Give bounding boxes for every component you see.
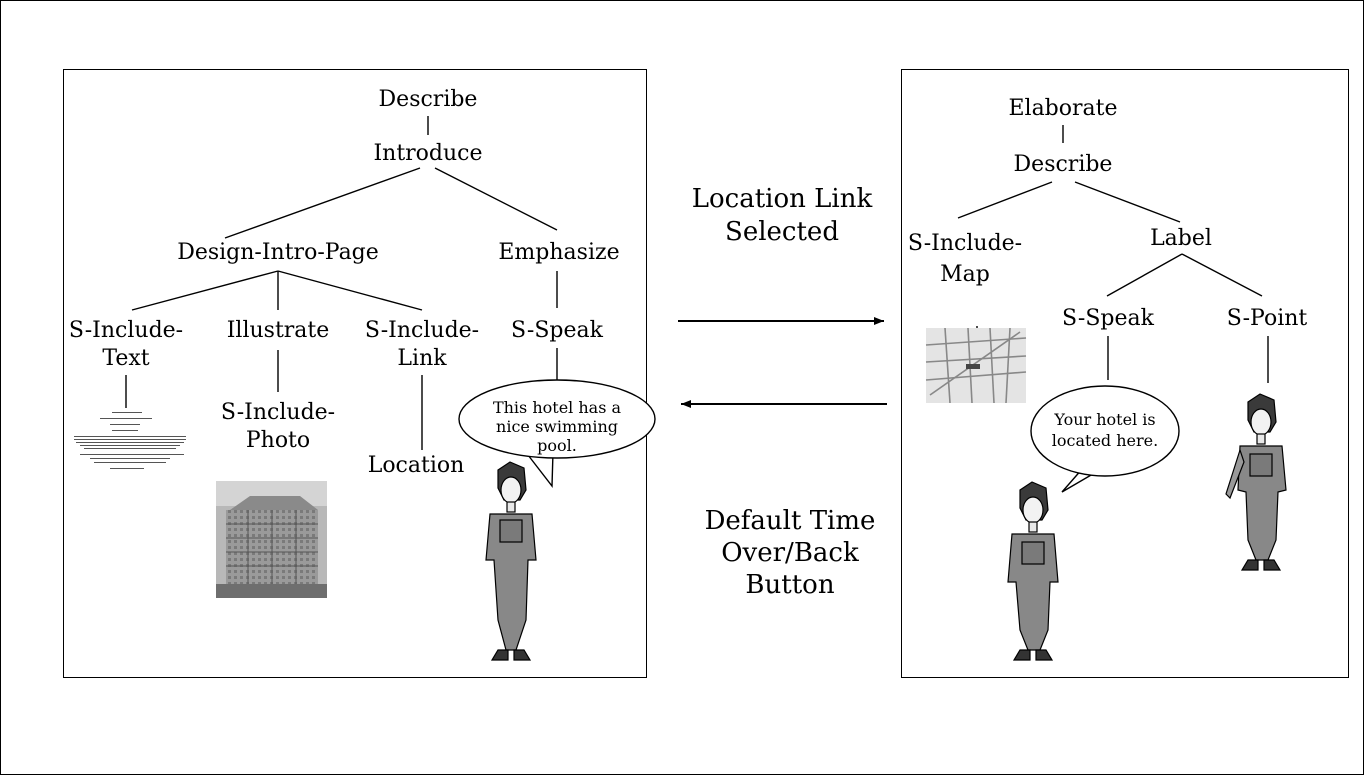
node-illustrate: Illustrate	[227, 318, 330, 343]
back-transition-label-line1: Default Time	[705, 506, 876, 536]
forward-transition-label-line2: Selected	[725, 217, 839, 247]
node-s-include-link-line1: S-Include-	[365, 318, 479, 343]
node-elaborate: Elaborate	[1008, 96, 1117, 121]
node-s-include-map-line2: Map	[940, 262, 990, 287]
node-s-include-photo-line2: Photo	[246, 428, 310, 453]
node-s-include-link-line2: Link	[397, 346, 447, 371]
node-s-speak-left: S-Speak	[511, 318, 604, 343]
back-transition-label-line3: Button	[745, 570, 834, 600]
persona-character-right-speaking	[1007, 481, 1059, 661]
node-s-include-text-line2: Text	[102, 346, 149, 371]
node-emphasize: Emphasize	[498, 240, 619, 265]
node-s-include-text-line1: S-Include-	[69, 318, 183, 343]
node-describe-right: Describe	[1014, 152, 1113, 177]
left-panel	[63, 69, 647, 678]
map-thumbnail	[925, 327, 1027, 404]
bubble-right-line1: Your hotel is	[1053, 410, 1155, 429]
bubble-left-line1: This hotel has a	[493, 398, 622, 417]
back-transition-label-line2: Over/Back	[721, 538, 859, 568]
bubble-left-line2: nice swimming	[496, 417, 618, 436]
node-s-include-map-line1: S-Include-	[908, 231, 1022, 256]
speech-bubble-left	[458, 379, 656, 488]
persona-character-left	[485, 461, 537, 661]
speech-bubble-right	[1030, 385, 1180, 493]
left-tree-edges	[125, 116, 558, 450]
node-label: Label	[1150, 226, 1212, 251]
forward-transition-label-line1: Location Link	[692, 184, 873, 214]
persona-character-right-pointing	[1225, 393, 1287, 571]
hotel-photo	[216, 481, 327, 598]
bubble-left-line3: pool.	[537, 436, 577, 455]
node-s-speak-right: S-Speak	[1062, 306, 1155, 331]
bubble-right-line2: located here.	[1052, 431, 1158, 450]
node-s-include-photo-line1: S-Include-	[221, 400, 335, 425]
node-s-point: S-Point	[1227, 306, 1308, 331]
node-describe: Describe	[379, 87, 478, 112]
text-document-thumbnail	[74, 412, 186, 469]
node-location: Location	[368, 453, 465, 478]
node-introduce: Introduce	[373, 141, 482, 166]
node-design-intro-page: Design-Intro-Page	[177, 240, 379, 265]
